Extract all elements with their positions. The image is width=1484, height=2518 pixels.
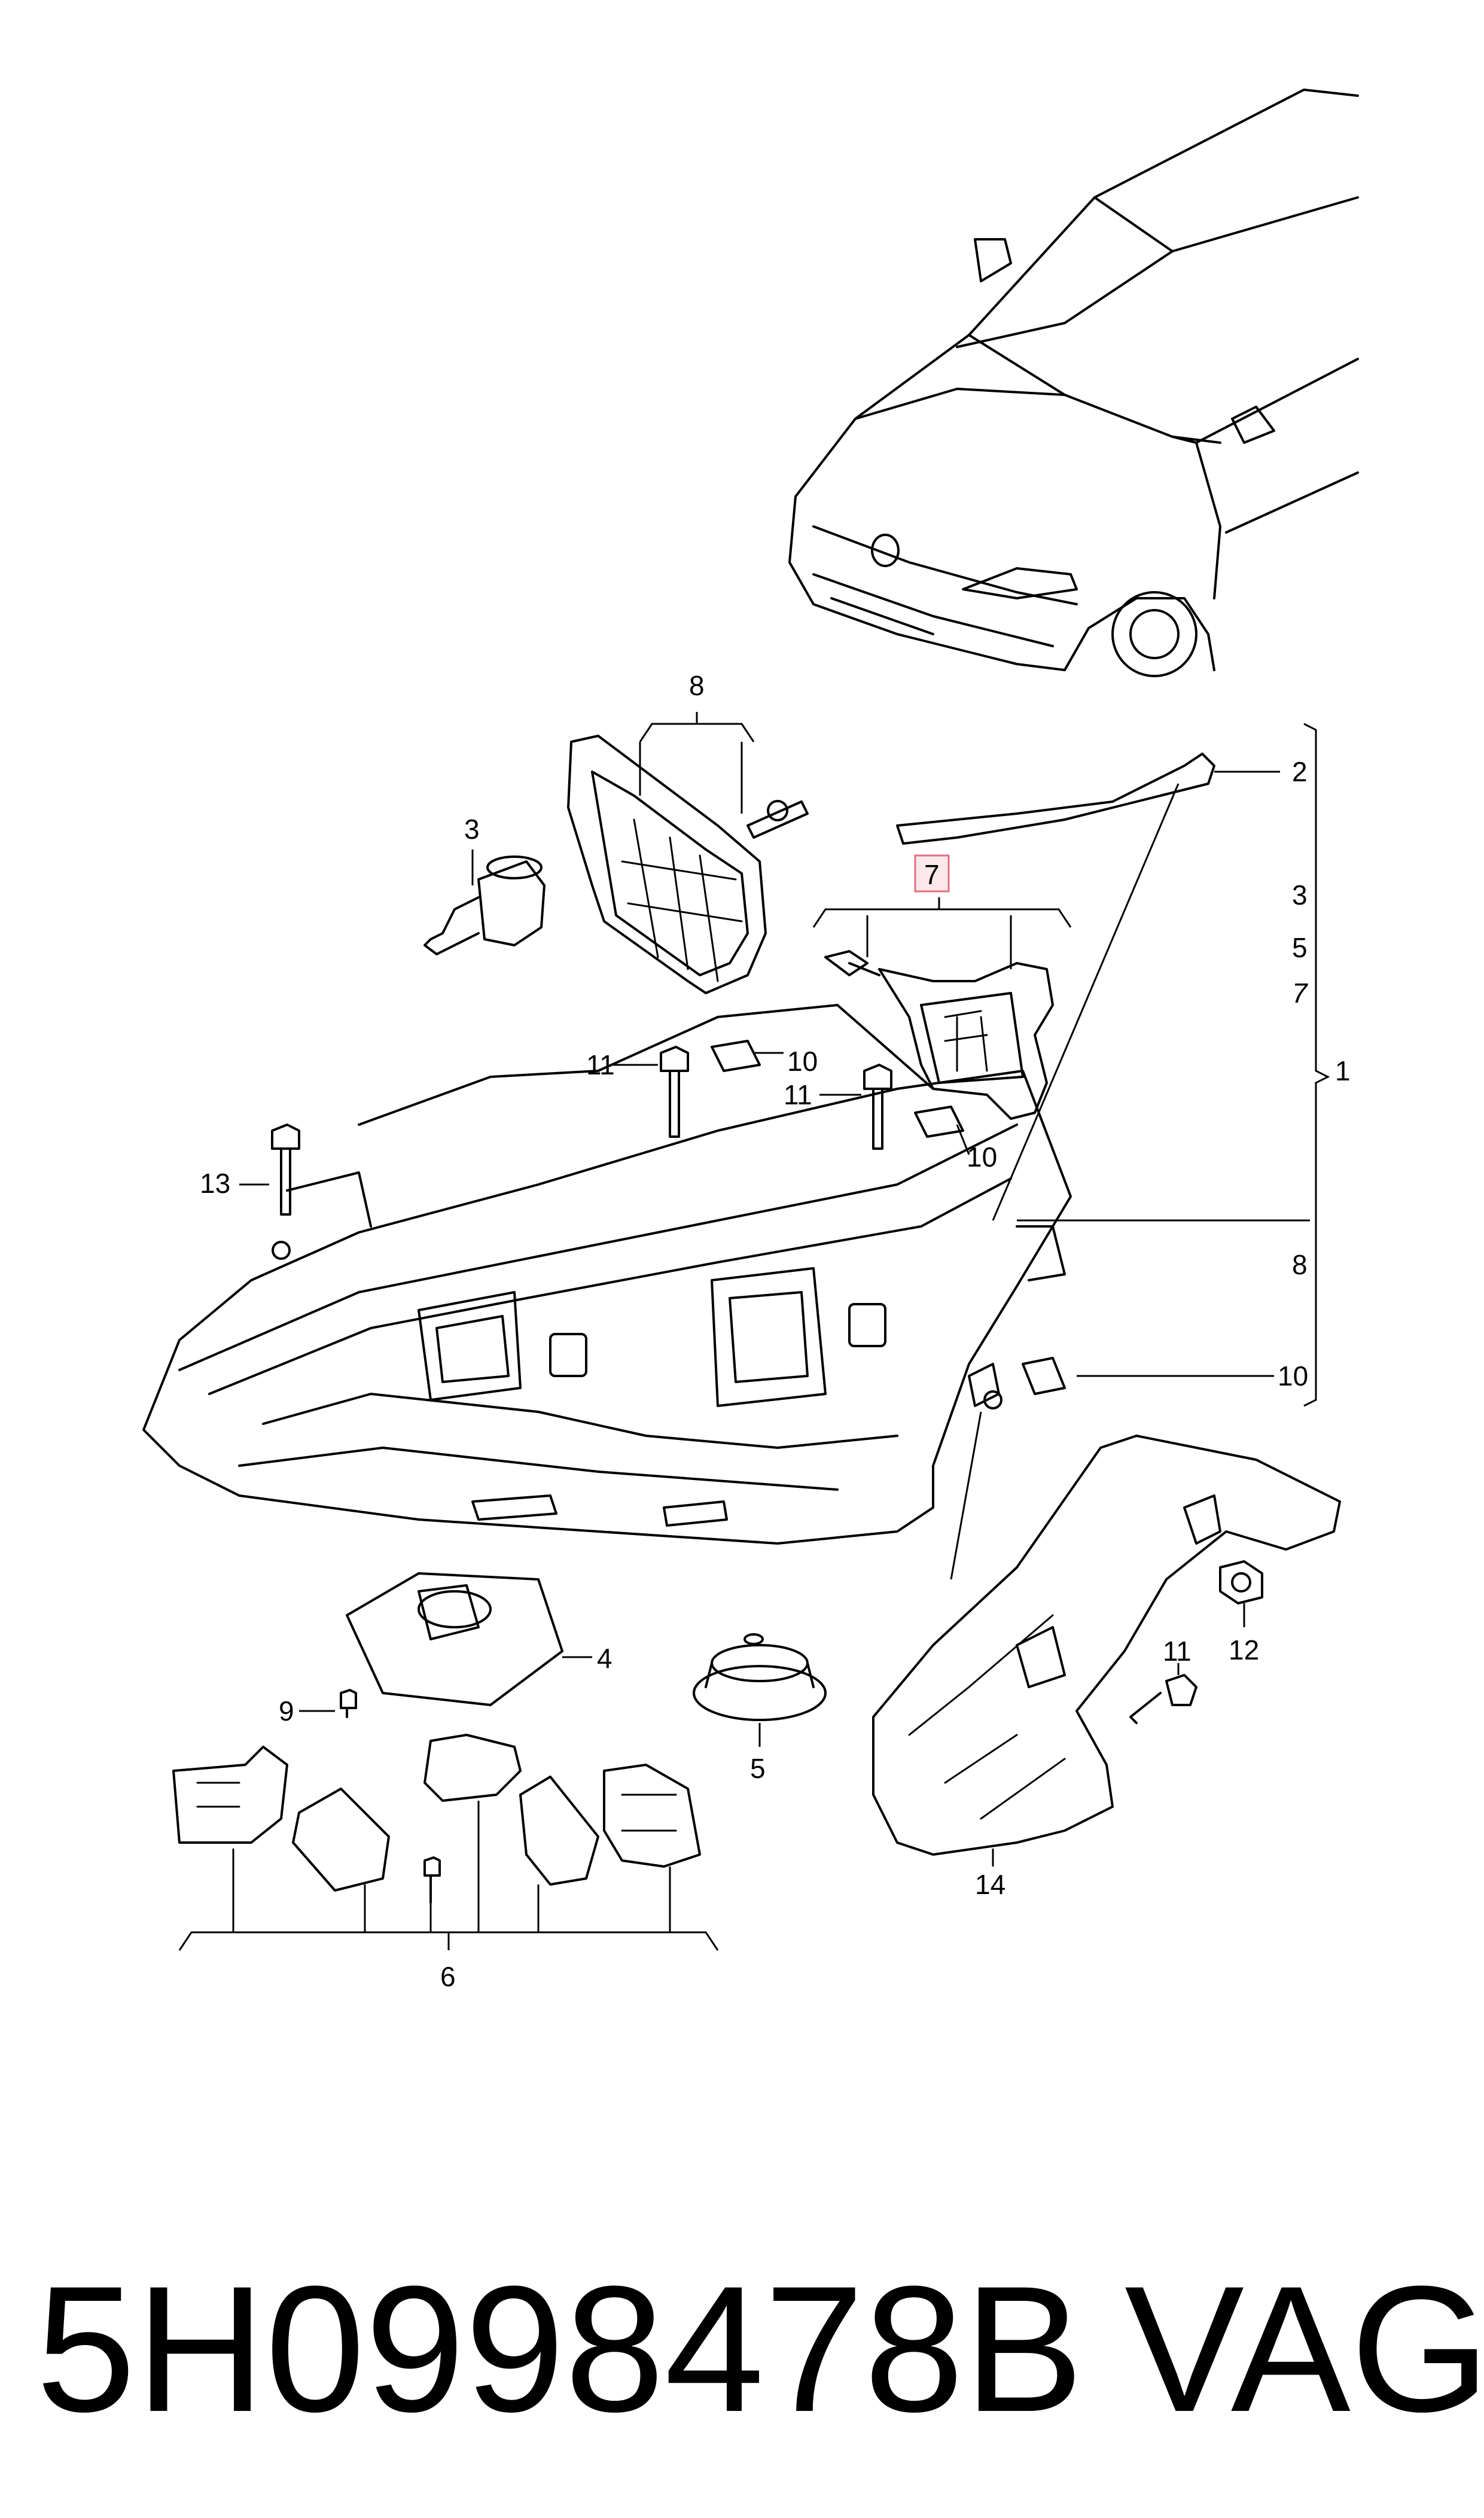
callout-8-top: 8: [689, 670, 705, 701]
callout-11-b: 11: [784, 1079, 812, 1110]
screws: [271, 1046, 1197, 1904]
callout-7-right: 7: [1292, 978, 1308, 1009]
part-headlight-assembly: [142, 1004, 1072, 1545]
part-small-modules: [172, 1734, 701, 1892]
callout-3-top: 3: [464, 814, 480, 845]
callout-4: 4: [597, 1643, 613, 1674]
callout-10-a: 10: [787, 1046, 818, 1077]
callout-7-box: 7: [924, 859, 940, 890]
part-nut: [1219, 1560, 1263, 1604]
callout-12: 12: [1229, 1634, 1259, 1666]
callout-13: 13: [200, 1168, 230, 1199]
clips: [711, 1040, 1066, 1395]
leader-lines: [178, 712, 1330, 1951]
callout-9: 9: [279, 1695, 294, 1727]
callout-11-a: 11: [586, 1049, 615, 1080]
part-control-unit: [346, 1572, 563, 1706]
callout-2: 2: [1292, 756, 1308, 787]
part-mounting-bracket: [872, 1435, 1341, 1856]
part-housing-cover: [567, 735, 809, 994]
callout-6: 6: [440, 1961, 456, 1992]
callout-labels: 8 3 2 7 3 5 7 1 11 10 11 10 13 8 10 4 11…: [200, 670, 1351, 1992]
callout-5-bottom: 5: [750, 1753, 766, 1784]
callout-10-b: 10: [967, 1141, 997, 1173]
callout-10-right: 10: [1278, 1360, 1308, 1392]
callout-11-c: 11: [1163, 1636, 1192, 1667]
part-cover-cap: [693, 1633, 827, 1721]
callout-1: 1: [1335, 1055, 1351, 1086]
part-bulb-actuator: [423, 855, 546, 955]
highlight-box-7: [914, 854, 950, 893]
part-led-module: [824, 950, 1054, 1120]
callout-3-right: 3: [1292, 879, 1308, 911]
callout-8-right: 8: [1292, 1249, 1308, 1280]
callout-5-right: 5: [1292, 932, 1308, 963]
part-trim-strip: [896, 753, 1215, 845]
brand-name: VAG: [1125, 2248, 1484, 2449]
vehicle-illustration: [788, 89, 1359, 677]
callout-14: 14: [975, 1869, 1005, 1900]
part-number: 5H0998478B: [36, 2248, 1084, 2449]
